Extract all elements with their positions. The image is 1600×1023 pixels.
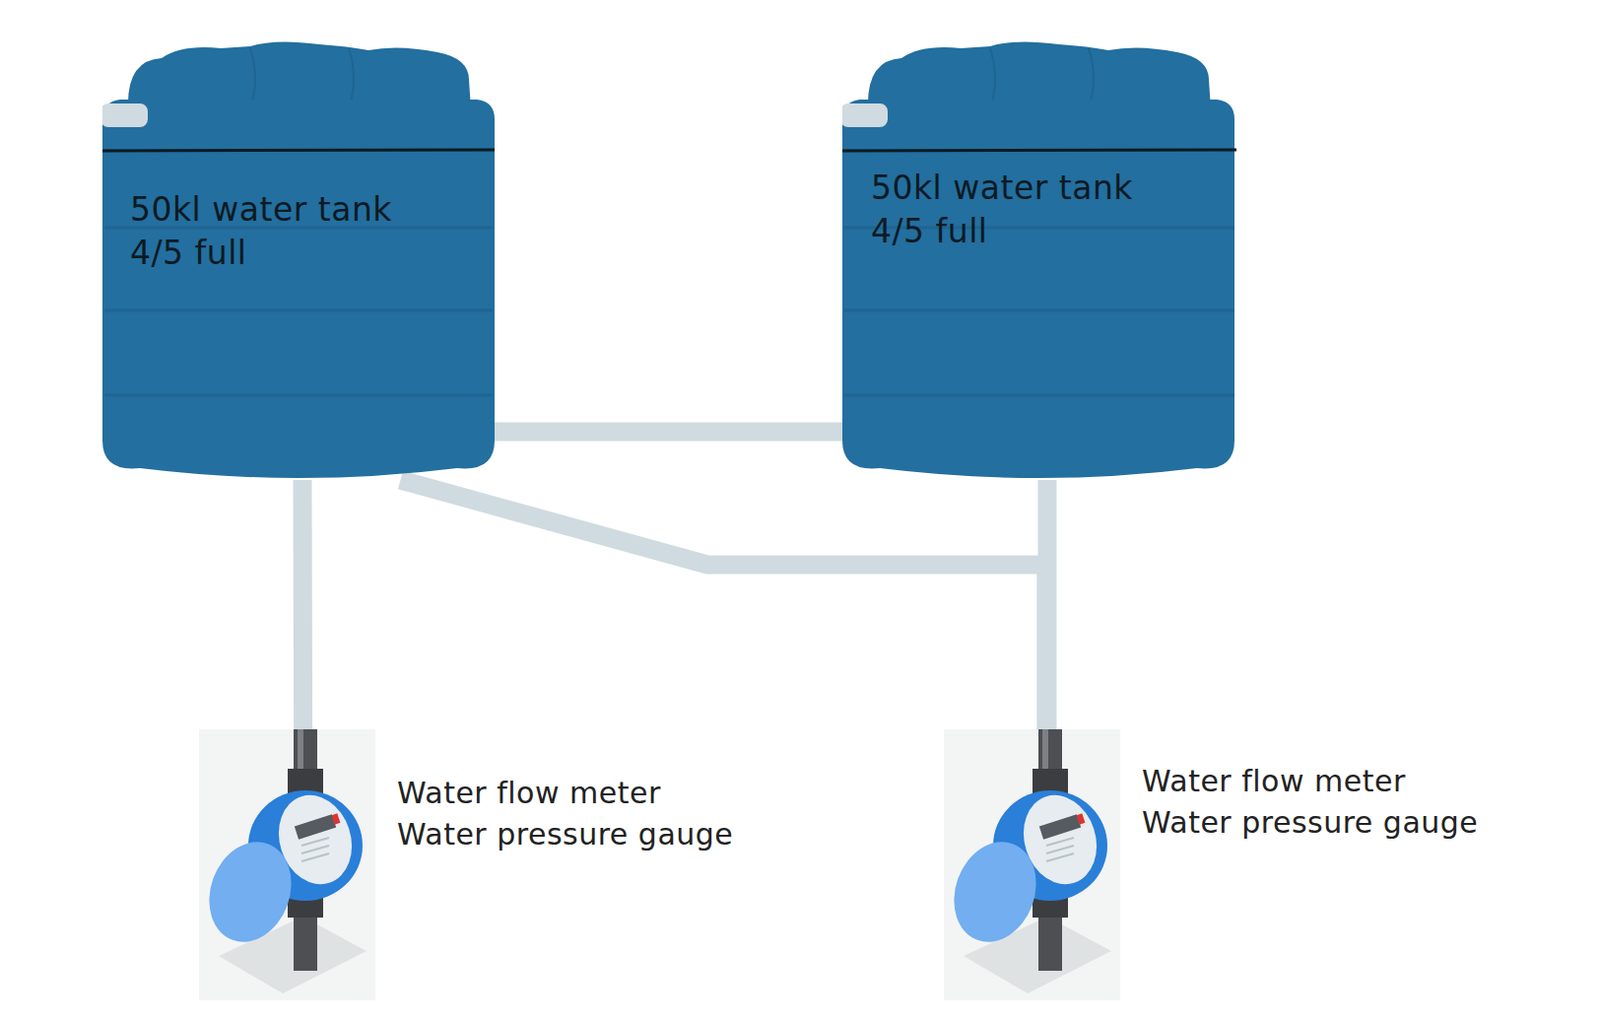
tank-ridge	[104, 394, 493, 398]
meter-label: Water flow meterWater pressure gauge	[1141, 760, 1478, 844]
meter-lid	[199, 829, 305, 953]
tank-rim	[102, 149, 495, 151]
water-meter: Water flow meterWater pressure gauge	[943, 729, 1121, 1000]
tank-ridge	[844, 394, 1235, 398]
water-pipe	[292, 479, 313, 730]
lid-seam	[250, 48, 354, 108]
tank-text: 4/5 full	[870, 209, 1134, 254]
meter-display	[1039, 813, 1081, 840]
tank-text: 4/5 full	[130, 231, 393, 275]
meter-digit	[332, 812, 341, 824]
tank-body	[842, 99, 1235, 478]
meter-label: Water flow meterWater pressure gauge	[397, 772, 734, 856]
tank-lid	[867, 41, 1211, 110]
tank-label: 50kl water tank4/5 full	[870, 166, 1134, 254]
meter-icon	[199, 729, 376, 1000]
dial-mark	[1046, 853, 1074, 862]
overflow-pipe	[102, 103, 148, 128]
water-tank: 50kl water tank4/5 full	[842, 40, 1237, 480]
water-meter: Water flow meterWater pressure gauge	[199, 729, 376, 1000]
water-pipe	[494, 421, 843, 441]
meter-text: Water flow meter	[1141, 760, 1478, 802]
dial-mark	[301, 837, 330, 846]
tank-text: 50kl water tank	[870, 166, 1134, 210]
tank-label: 50kl water tank4/5 full	[130, 188, 393, 275]
tank-body	[102, 99, 495, 478]
dial-mark	[1046, 837, 1074, 846]
meter-digit	[1076, 812, 1086, 824]
meter-display	[294, 813, 336, 840]
tank-outline	[842, 40, 1237, 480]
tank-rim	[842, 149, 1237, 151]
tank-lid	[128, 41, 471, 110]
dial-mark	[301, 845, 330, 854]
meter-text: Water pressure gauge	[397, 813, 734, 856]
meter-text: Water flow meter	[397, 772, 734, 814]
dial-mark	[1046, 845, 1074, 854]
tank-text: 50kl water tank	[130, 188, 393, 232]
meter-lid	[943, 829, 1050, 953]
water-pipe	[400, 479, 1046, 730]
lid-seam	[990, 48, 1094, 108]
meter-icon	[943, 729, 1121, 1000]
meter-text: Water pressure gauge	[1141, 801, 1478, 844]
dial-mark	[301, 853, 330, 862]
water-tank: 50kl water tank4/5 full	[102, 40, 495, 480]
tank-ridge	[844, 309, 1235, 313]
tank-ridge	[104, 309, 493, 313]
overflow-pipe	[842, 103, 888, 128]
